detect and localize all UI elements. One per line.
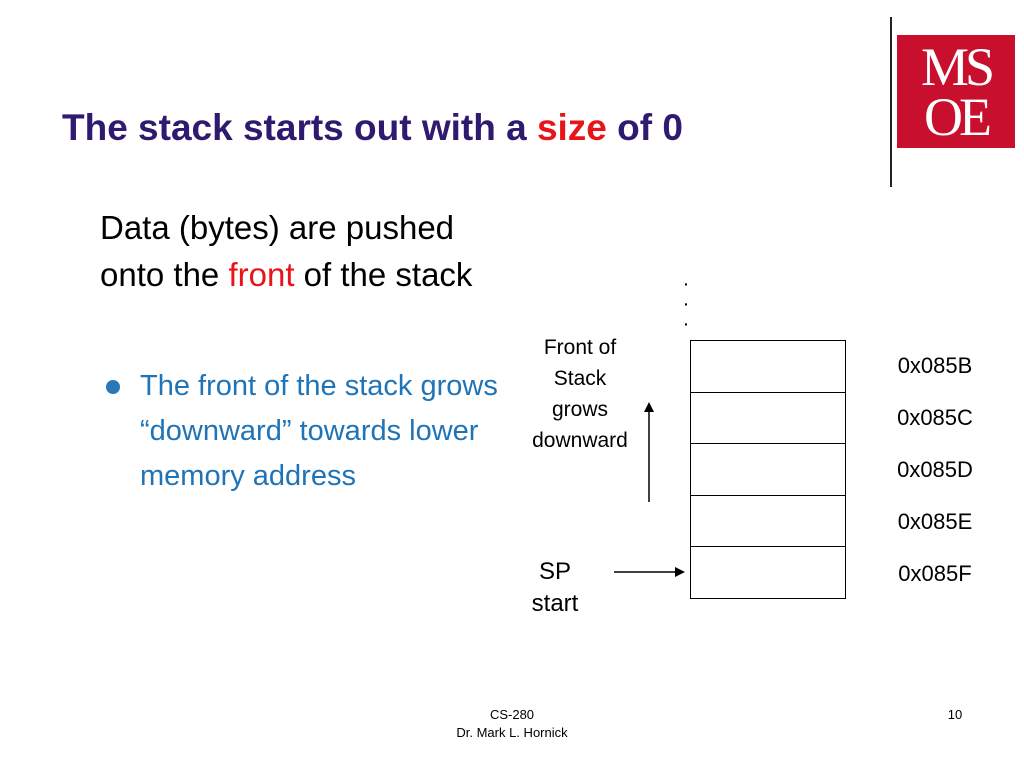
sp-start-label: SP start (515, 556, 595, 620)
bullet-text: The front of the stack grows “downward” … (140, 370, 498, 492)
logo-line-1: MS (920, 36, 995, 97)
sp-label-line: SP (538, 558, 571, 585)
ellipsis-dot: · (682, 273, 690, 295)
stack-ellipsis: · · · (680, 274, 692, 334)
address-column: 0x085B 0x085C 0x085D 0x085E 0x085F (860, 340, 1010, 600)
title-accent-word: size (536, 107, 607, 148)
ellipsis-dot: · (682, 313, 690, 335)
slide-title: The stack starts out with a size of 0 (62, 104, 683, 152)
msoe-logo: MS OE (897, 35, 1015, 148)
header-divider (890, 17, 892, 187)
sp-label-line: start (531, 590, 579, 617)
stack-cell (691, 393, 845, 444)
stack-cell (691, 444, 845, 496)
body-paragraph: Data (bytes) are pushed onto the front o… (100, 204, 500, 298)
stack-cell (691, 341, 845, 393)
front-label-line: Stack (553, 367, 607, 390)
page-number: 10 (947, 707, 963, 722)
title-text-before: The stack starts out with a (62, 107, 537, 148)
body-text-start: Data (bytes) are pushed onto the (100, 209, 455, 293)
front-label-line: downward (532, 429, 628, 452)
memory-address: 0x085C (897, 405, 973, 430)
memory-address: 0x085D (897, 457, 973, 482)
bullet-icon (106, 380, 120, 394)
stack-cell (691, 547, 845, 599)
footer-credits: CS-280 Dr. Mark L. Hornick (412, 706, 612, 742)
logo-line-2: OE (924, 86, 992, 147)
memory-address: 0x085E (897, 509, 973, 534)
memory-stack (690, 340, 846, 599)
footer-course: CS-280 (489, 707, 535, 722)
title-text-after: of 0 (606, 107, 683, 148)
body-accent-word: front (228, 256, 295, 293)
ellipsis-dot: · (682, 293, 690, 315)
front-label-line: grows (551, 398, 609, 421)
body-text-end: of the stack (294, 256, 473, 293)
front-of-stack-label: Front of Stack grows downward (515, 332, 645, 456)
footer-author: Dr. Mark L. Hornick (456, 725, 568, 740)
front-label-line: Front of (543, 336, 617, 359)
memory-address: 0x085F (898, 561, 972, 586)
memory-address: 0x085B (897, 353, 973, 378)
stack-cell (691, 496, 845, 547)
